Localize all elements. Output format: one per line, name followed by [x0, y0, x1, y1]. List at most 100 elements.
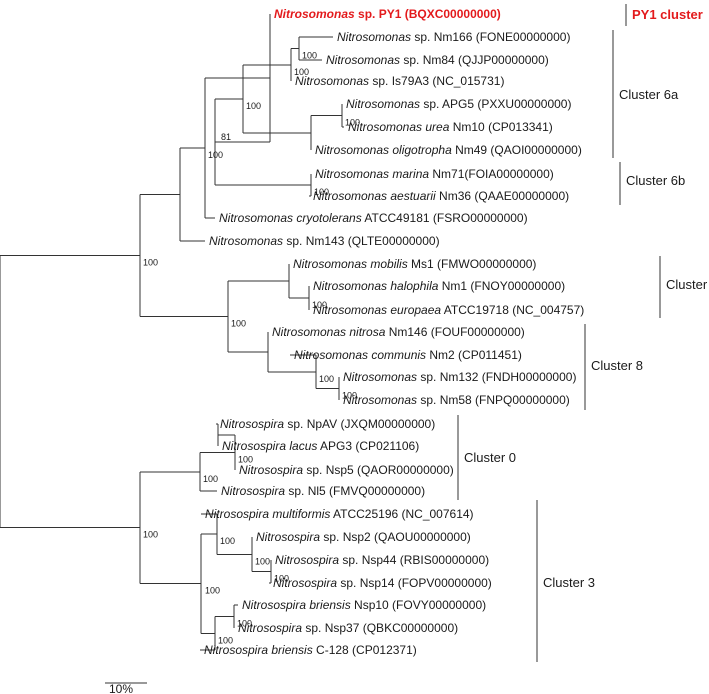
leaf-taxon-mobilis: Nitrosomonas mobilis [293, 257, 408, 271]
bootstrap-n166-84: 100 [302, 51, 317, 61]
leaf-taxon-nm132: Nitrosomonas [343, 370, 417, 384]
leaf-strain-nsp44: sp. Nsp44 (RBIS00000000) [339, 553, 489, 567]
cluster-label-c3: Cluster 3 [543, 575, 595, 590]
leaf-label-is79a3: Nitrosomonas sp. Is79A3 (NC_015731) [295, 74, 504, 88]
leaf-label-lacus: Nitrosospira lacus APG3 (CP021106) [222, 439, 419, 453]
leaf-strain-multiformis: ATCC25196 (NC_007614) [330, 507, 473, 521]
bootstrap-n-c7-c8: 100 [231, 318, 246, 328]
bootstrap-n-apg5-urea: 100 [345, 118, 360, 128]
leaf-strain-nm166: sp. Nm166 (FONE00000000) [411, 30, 570, 44]
leaf-label-oligotropha: Nitrosomonas oligotropha Nm49 (QAOI00000… [315, 143, 582, 157]
leaf-strain-apg5: sp. APG5 (PXXU00000000) [420, 97, 571, 111]
leaf-strain-marina: Nm71(FOIA00000000) [429, 167, 554, 181]
leaf-taxon-halophila: Nitrosomonas halophila [313, 279, 439, 293]
bootstrap-n-nsp2: 100 [255, 556, 270, 566]
leaf-label-marina: Nitrosomonas marina Nm71(FOIA00000000) [315, 167, 554, 181]
leaf-taxon-nm58: Nitrosomonas [343, 393, 417, 407]
leaf-label-multiformis: Nitrosospira multiformis ATCC25196 (NC_0… [205, 507, 474, 521]
cluster-label-py1: PY1 cluster [632, 7, 703, 22]
bootstrap-cluster8-b: 100 [342, 391, 357, 401]
leaf-strain-briensis-c128: C-128 (CP012371) [313, 643, 417, 657]
leaf-strain-nsp5: sp. Nsp5 (QAOR00000000) [303, 463, 454, 477]
leaf-taxon-urea: Nitrosomonas urea [348, 120, 450, 134]
leaf-strain-is79a3: sp. Is79A3 (NC_015731) [369, 74, 504, 88]
bootstrap-n-is79: 100 [294, 67, 309, 77]
leaf-taxon-nsp44: Nitrosospira [275, 553, 339, 567]
leaf-label-cryotolerans: Nitrosomonas cryotolerans ATCC49181 (FSR… [219, 211, 528, 225]
leaf-strain-nsp37: sp. Nsp37 (QBKC00000000) [302, 621, 458, 635]
bootstrap-cluster3: 100 [205, 586, 220, 596]
leaf-label-nsp44: Nitrosospira sp. Nsp44 (RBIS00000000) [275, 553, 489, 567]
leaf-labels: Nitrosomonas sp. PY1 (BQXC00000000)Nitro… [204, 7, 584, 657]
leaf-taxon-nl5: Nitrosospira [221, 484, 285, 498]
bootstrap-n-nitrosomonas: 100 [143, 257, 158, 267]
leaf-taxon-nsp2: Nitrosospira [256, 530, 320, 544]
leaf-taxon-communis: Nitrosomonas communis [294, 348, 426, 362]
tree-branches [0, 14, 344, 651]
bootstrap-cluster6b: 100 [314, 187, 329, 197]
leaf-label-nsp37: Nitrosospira sp. Nsp37 (QBKC00000000) [238, 621, 458, 635]
leaf-taxon-marina: Nitrosomonas marina [315, 167, 429, 181]
leaf-label-nitrosa: Nitrosomonas nitrosa Nm146 (FOUF00000000… [272, 325, 525, 339]
leaf-label-nm84: Nitrosomonas sp. Nm84 (QJJP00000000) [326, 53, 549, 67]
leaf-taxon-briensis-c128: Nitrosospira briensis [204, 643, 313, 657]
leaf-strain-cryotolerans: ATCC49181 (FSRO00000000) [362, 211, 528, 225]
leaf-taxon-py1: Nitrosomonas [274, 7, 355, 21]
bootstrap-cluster0-a: 100 [238, 455, 253, 465]
leaf-taxon-nsp14: Nitrosospira [273, 576, 337, 590]
leaf-strain-nsp14: sp. Nsp14 (FOPV00000000) [337, 576, 492, 590]
leaf-strain-oligotropha: Nm49 (QAOI00000000) [452, 143, 582, 157]
leaf-strain-mobilis: Ms1 (FMWO00000000) [408, 257, 537, 271]
leaf-strain-nm143: sp. Nm143 (QLTE00000000) [283, 234, 440, 248]
bootstrap-n-nsp44: 100 [274, 574, 289, 584]
leaf-label-briensis-nsp10: Nitrosospira briensis Nsp10 (FOVY0000000… [242, 598, 486, 612]
leaf-taxon-europaea: Nitrosomonas europaea [313, 303, 441, 317]
leaf-label-nm132: Nitrosomonas sp. Nm132 (FNDH00000000) [343, 370, 576, 384]
leaf-strain-lacus: APG3 (CP021106) [317, 439, 419, 453]
leaf-taxon-apg5: Nitrosomonas [346, 97, 420, 111]
leaf-strain-europaea: ATCC19718 (NC_004757) [441, 303, 584, 317]
leaf-label-urea: Nitrosomonas urea Nm10 (CP013341) [348, 120, 553, 134]
bootstrap-cluster8-a: 100 [319, 374, 334, 384]
leaf-strain-nm58: sp. Nm58 (FNPQ00000000) [417, 393, 570, 407]
leaf-strain-communis: Nm2 (CP011451) [426, 348, 522, 362]
cluster-label-c8: Cluster 8 [591, 358, 643, 373]
leaf-taxon-aestuarii: Nitrosomonas aestuarii [313, 189, 436, 203]
leaf-strain-py1: sp. PY1 (BQXC00000000) [355, 7, 501, 21]
leaf-taxon-nsp37: Nitrosospira [238, 621, 302, 635]
bootstrap-n-bri-all: 100 [218, 635, 233, 645]
cluster-label-c6a: Cluster 6a [619, 87, 679, 102]
leaf-strain-briensis-nsp10: Nsp10 (FOVY00000000) [351, 598, 486, 612]
leaf-taxon-nm143: Nitrosomonas [209, 234, 283, 248]
leaf-taxon-is79a3: Nitrosomonas [295, 74, 369, 88]
leaf-strain-nsp2: sp. Nsp2 (QAOU00000000) [320, 530, 471, 544]
cluster-label-c0: Cluster 0 [464, 450, 516, 465]
leaf-strain-aestuarii: Nm36 (QAAE00000000) [436, 189, 569, 203]
leaf-taxon-npav: Nitrosospira [220, 417, 284, 431]
leaf-strain-nl5: sp. Nl5 (FMVQ00000000) [285, 484, 425, 498]
leaf-label-nsp14: Nitrosospira sp. Nsp14 (FOPV00000000) [273, 576, 492, 590]
leaf-label-nl5: Nitrosospira sp. Nl5 (FMVQ00000000) [221, 484, 425, 498]
bootstrap-values: 1001001001001008110010010010010010010010… [143, 51, 360, 646]
leaf-taxon-lacus: Nitrosospira lacus [222, 439, 317, 453]
leaf-label-nsp5: Nitrosospira sp. Nsp5 (QAOR00000000) [239, 463, 454, 477]
leaf-label-europaea: Nitrosomonas europaea ATCC19718 (NC_0047… [313, 303, 584, 317]
leaf-label-npav: Nitrosospira sp. NpAV (JXQM00000000) [220, 417, 435, 431]
bootstrap-n-bri: 100 [237, 619, 252, 629]
leaf-taxon-cryotolerans: Nitrosomonas cryotolerans [219, 211, 362, 225]
leaf-taxon-nm84: Nitrosomonas [326, 53, 400, 67]
leaf-taxon-nitrosa: Nitrosomonas nitrosa [272, 325, 386, 339]
bootstrap-cluster6a: 100 [246, 101, 261, 111]
bootstrap-n-nitrosospira: 100 [143, 530, 158, 540]
leaf-label-communis: Nitrosomonas communis Nm2 (CP011451) [294, 348, 522, 362]
leaf-label-apg5: Nitrosomonas sp. APG5 (PXXU00000000) [346, 97, 571, 111]
leaf-label-halophila: Nitrosomonas halophila Nm1 (FNOY00000000… [313, 279, 565, 293]
leaf-label-nm58: Nitrosomonas sp. Nm58 (FNPQ00000000) [343, 393, 570, 407]
leaf-taxon-nsp5: Nitrosospira [239, 463, 303, 477]
scale-bar: 10% [105, 682, 147, 694]
leaf-label-nm166: Nitrosomonas sp. Nm166 (FONE00000000) [337, 30, 570, 44]
leaf-label-aestuarii: Nitrosomonas aestuarii Nm36 (QAAE0000000… [313, 189, 569, 203]
leaf-taxon-oligotropha: Nitrosomonas oligotropha [315, 143, 452, 157]
